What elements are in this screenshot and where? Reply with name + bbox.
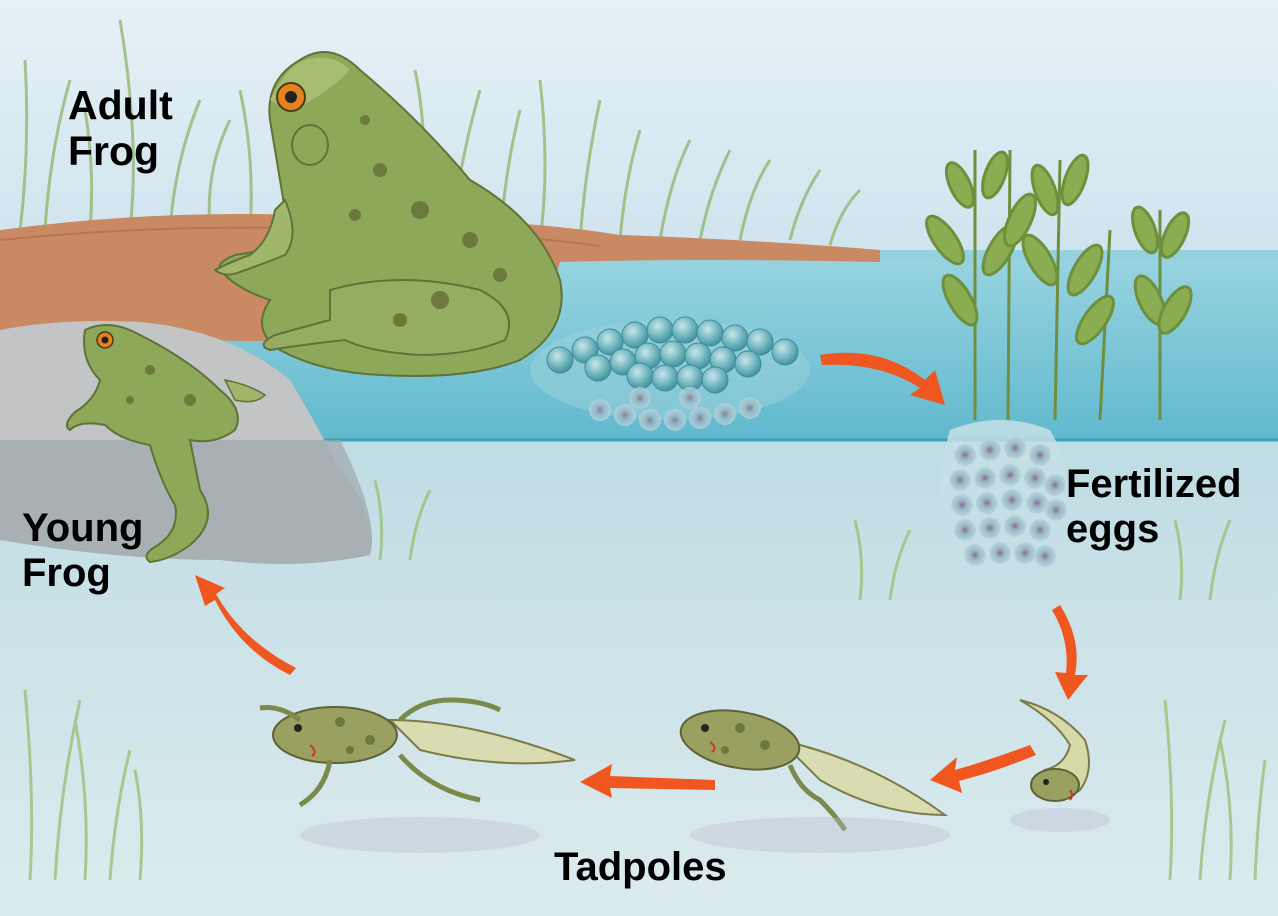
fertilized-eggs-label-line1: Fertilized — [1066, 462, 1242, 507]
fertilized-eggs-icon — [941, 420, 1068, 585]
young-frog-label-line2: Frog — [22, 551, 143, 596]
fertilized-eggs-label: Fertilized eggs — [1066, 462, 1242, 552]
tadpoles-label: Tadpoles — [554, 847, 727, 887]
young-frog-label: Young Frog — [22, 506, 143, 596]
young-frog-label-line1: Young — [22, 506, 143, 551]
adult-frog-label: Adult Frog — [68, 83, 173, 175]
fertilized-eggs-label-line2: eggs — [1066, 507, 1242, 552]
adult-frog-label-line1: Adult — [68, 83, 173, 129]
adult-frog-label-line2: Frog — [68, 129, 173, 175]
